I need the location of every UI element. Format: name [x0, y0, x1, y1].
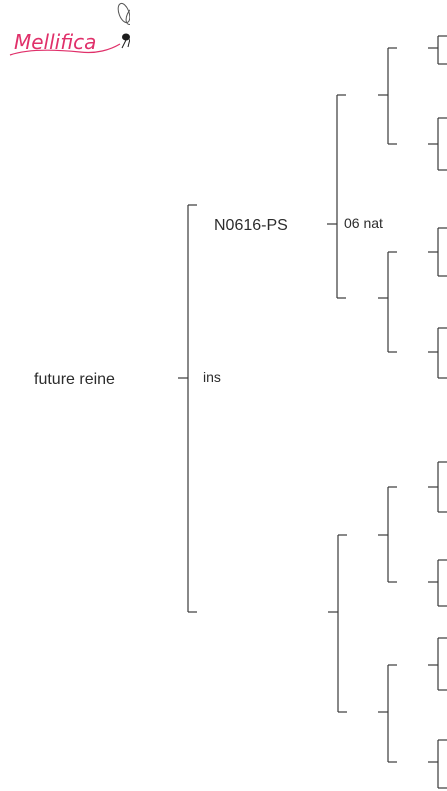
grandparent-bracket-2	[378, 251, 397, 353]
logo-text: Mellifica	[14, 30, 96, 54]
great-grandparent-bracket-7	[428, 637, 447, 691]
great-grandparent-bracket-6	[428, 559, 447, 607]
parent-node-bottom	[328, 534, 347, 713]
root-node: future reine ins	[34, 204, 221, 613]
great-grandparent-bracket-1	[428, 35, 447, 65]
grandparent-bracket-3	[378, 486, 397, 583]
great-grandparent-bracket-8	[428, 739, 447, 789]
parent-label: N0616-PS	[214, 217, 288, 234]
grandparent-bracket-1	[378, 47, 397, 145]
great-grandparent-bracket-3	[428, 227, 447, 277]
great-grandparent-bracket-4	[428, 327, 447, 379]
great-grandparent-bracket-2	[428, 117, 447, 171]
parent-node-top: N0616-PS 06 nat	[214, 94, 383, 299]
root-label: future reine	[34, 371, 115, 388]
bee-icon	[117, 2, 130, 49]
parent-note: 06 nat	[344, 215, 383, 231]
great-grandparent-bracket-5	[428, 461, 447, 513]
root-note: ins	[203, 369, 221, 385]
mellifica-logo: Mellifica	[9, 2, 130, 56]
logo-swoosh	[9, 43, 121, 56]
grandparent-bracket-4	[378, 664, 397, 763]
